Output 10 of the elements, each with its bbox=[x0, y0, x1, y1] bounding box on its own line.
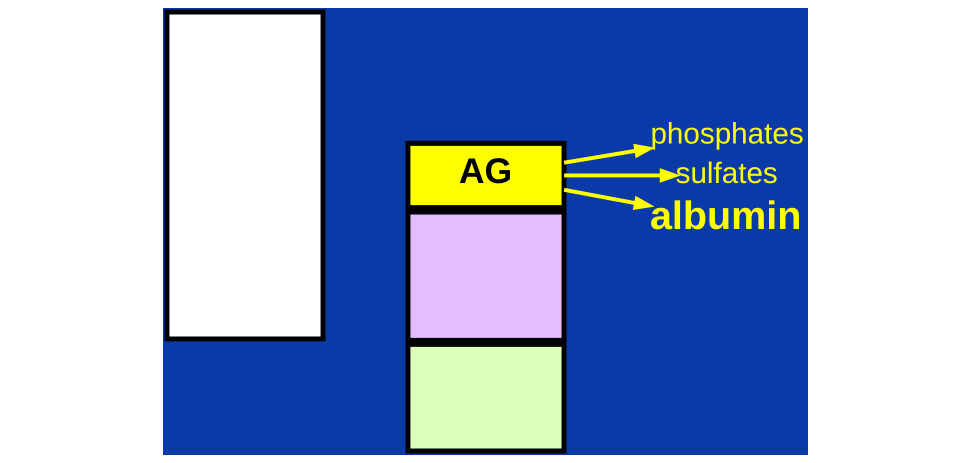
node-box bbox=[405, 342, 566, 454]
node-box bbox=[164, 10, 326, 342]
node-text: albumin bbox=[650, 194, 802, 238]
node-box: AG bbox=[405, 140, 566, 210]
arrow bbox=[564, 188, 655, 210]
node-box bbox=[405, 210, 566, 343]
arrow bbox=[564, 168, 681, 183]
node-text: phosphates bbox=[650, 117, 804, 150]
arrow bbox=[564, 144, 655, 165]
node-text: sulfates bbox=[676, 156, 778, 190]
